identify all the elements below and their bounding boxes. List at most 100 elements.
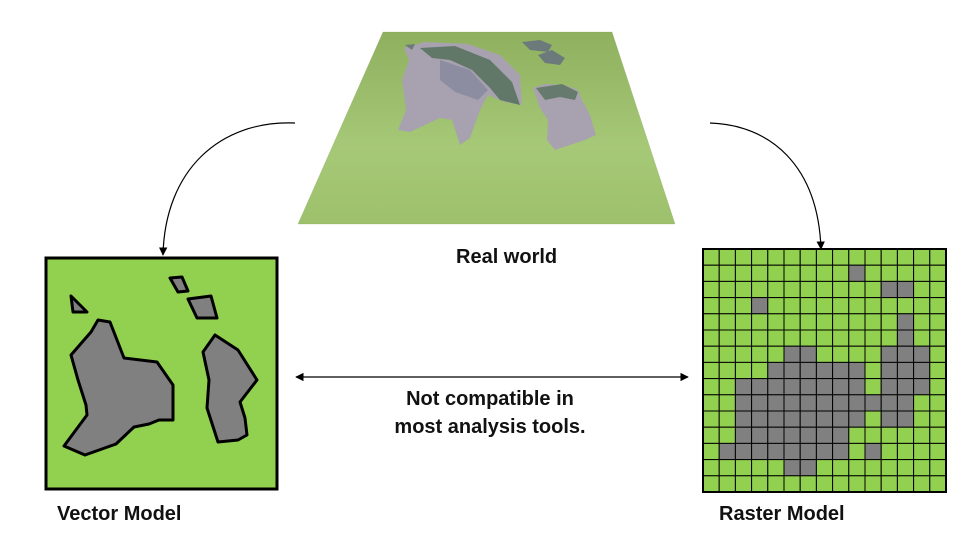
vector-polygon-small-1 (69, 294, 89, 314)
raster-cell-feature (767, 426, 785, 444)
arrow-to-vector (158, 122, 296, 256)
raster-cell-land (702, 426, 720, 444)
raster-cell-land (734, 361, 753, 380)
raster-cell-land (767, 345, 785, 363)
raster-cell-land (815, 248, 834, 266)
raster-cell-land (913, 426, 931, 444)
raster-cell-feature (896, 394, 915, 412)
raster-cell-land (929, 297, 947, 315)
raster-cell-feature (896, 313, 915, 331)
raster-cell-land (913, 459, 931, 477)
raster-cell-feature (832, 410, 850, 428)
raster-cell-land (848, 297, 866, 315)
raster-cell-feature (799, 442, 817, 461)
raster-cell-land (896, 264, 915, 282)
raster-cell-land (799, 475, 817, 493)
raster-cell-land (702, 345, 720, 363)
raster-cell-land (815, 297, 834, 315)
raster-cell-land (702, 361, 720, 380)
raster-cell-land (913, 410, 931, 428)
note-line-1: Not compatible in (406, 388, 574, 410)
raster-cell-land (929, 459, 947, 477)
raster-cell-feature (734, 410, 753, 428)
raster-cell-land (880, 313, 898, 331)
raster-cell-land (913, 442, 931, 461)
raster-cell-land (848, 329, 866, 347)
raster-cell-land (815, 475, 834, 493)
raster-cell-feature (799, 361, 817, 380)
raster-cell-land (815, 345, 834, 363)
raster-cell-land (864, 329, 882, 347)
raster-cell-land (702, 297, 720, 315)
raster-cell-feature (832, 394, 850, 412)
raster-cell-land (913, 297, 931, 315)
real-world-terrain (297, 31, 676, 225)
raster-cell-land (702, 280, 720, 299)
raster-cell-land (832, 459, 850, 477)
raster-cell-feature (864, 442, 882, 461)
raster-cell-land (848, 280, 866, 299)
raster-cell-land (783, 313, 801, 331)
raster-border (702, 248, 947, 493)
raster-cell-feature (815, 378, 834, 396)
raster-cell-feature (913, 345, 931, 363)
raster-cell-feature (896, 378, 915, 396)
raster-cell-land (718, 361, 736, 380)
raster-cell-land (734, 345, 753, 363)
raster-cell-land (783, 248, 801, 266)
real-world-label: Real world (456, 246, 558, 268)
raster-cell-land (815, 313, 834, 331)
raster-cell-feature (783, 459, 801, 477)
raster-cell-land (718, 345, 736, 363)
raster-cell-feature (751, 426, 769, 444)
raster-cell-land (896, 459, 915, 477)
vector-polygon-large (62, 318, 175, 457)
raster-cell-land (913, 280, 931, 299)
raster-cell-land (864, 297, 882, 315)
raster-cell-land (929, 410, 947, 428)
raster-cell-land (702, 459, 720, 477)
raster-cell-land (880, 248, 898, 266)
raster-cell-land (718, 248, 736, 266)
raster-cell-feature (799, 410, 817, 428)
raster-cell-feature (799, 345, 817, 363)
raster-cell-land (767, 248, 785, 266)
raster-cell-land (929, 361, 947, 380)
raster-cell-land (929, 442, 947, 461)
raster-cell-feature (767, 410, 785, 428)
raster-cell-land (832, 280, 850, 299)
raster-cell-land (864, 426, 882, 444)
raster-cell-land (832, 329, 850, 347)
raster-cell-feature (880, 394, 898, 412)
raster-cell-land (880, 264, 898, 282)
raster-cell-feature (718, 442, 736, 461)
raster-cell-land (799, 329, 817, 347)
raster-cell-feature (751, 378, 769, 396)
raster-cell-land (718, 410, 736, 428)
raster-cell-feature (767, 394, 785, 412)
raster-cell-feature (880, 410, 898, 428)
raster-cell-feature (767, 361, 785, 380)
raster-cell-land (718, 459, 736, 477)
raster-cell-land (751, 329, 769, 347)
raster-cell-land (718, 329, 736, 347)
raster-cell-feature (783, 345, 801, 363)
raster-cell-feature (896, 345, 915, 363)
raster-cell-feature (880, 361, 898, 380)
raster-cell-land (734, 475, 753, 493)
raster-cell-feature (880, 378, 898, 396)
raster-cell-feature (783, 361, 801, 380)
raster-cell-land (702, 248, 720, 266)
raster-cell-feature (848, 378, 866, 396)
raster-cell-land (913, 394, 931, 412)
raster-cell-land (702, 475, 720, 493)
raster-cell-land (880, 297, 898, 315)
raster-cell-land (734, 459, 753, 477)
raster-cell-land (929, 378, 947, 396)
raster-cell-land (751, 313, 769, 331)
raster-cell-land (783, 329, 801, 347)
raster-cell-feature (815, 442, 834, 461)
raster-cell-land (767, 280, 785, 299)
raster-cell-land (832, 264, 850, 282)
raster-cell-land (702, 378, 720, 396)
